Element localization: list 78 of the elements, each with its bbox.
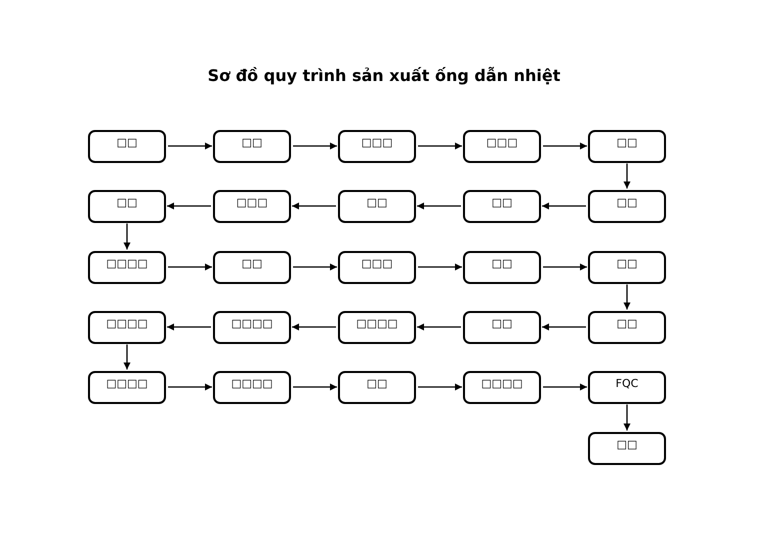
process-box: [338, 250, 416, 284]
step-label: □□: [366, 196, 388, 210]
arrow: [293, 264, 337, 270]
process-box: [213, 190, 291, 222]
arrow: [168, 384, 212, 390]
step-label: □□: [616, 136, 638, 150]
arrow: [417, 202, 461, 210]
arrow: [168, 264, 212, 270]
process-box: [588, 250, 666, 284]
process-box: [88, 130, 166, 162]
arrow: [542, 202, 586, 210]
process-box: [588, 190, 666, 222]
step-label: □□: [242, 136, 262, 150]
step-label: □□: [616, 438, 638, 452]
arrow: [168, 142, 212, 150]
process-box: [88, 250, 166, 284]
step-label: □□□□: [481, 376, 523, 390]
step-label: □□□: [361, 256, 393, 270]
step-label: □□: [492, 256, 512, 270]
arrow: [124, 224, 130, 250]
arrow: [293, 142, 337, 150]
arrow: [292, 324, 336, 330]
process-box: [213, 370, 291, 404]
process-box: [213, 310, 291, 344]
process-box: [463, 130, 541, 162]
process-box: [588, 432, 666, 464]
arrow: [293, 384, 337, 390]
step-label: □□□: [361, 136, 393, 150]
step-label: □□□□: [106, 316, 148, 330]
step-label: □□□: [236, 196, 268, 210]
arrow: [124, 344, 130, 370]
diagram-title: Sơ đồ quy trình sản xuất ống dẫn nhiệt: [206, 65, 562, 87]
step-label: □□: [116, 196, 138, 210]
process-box: [588, 370, 666, 404]
step-label: □□□□: [106, 376, 148, 390]
arrow: [167, 324, 211, 330]
process-box: [213, 130, 291, 162]
step-label: □□: [616, 196, 638, 210]
step-label: □□: [616, 256, 638, 270]
step-label: □□: [242, 256, 262, 270]
process-box: [463, 250, 541, 284]
step-label: FQC: [616, 376, 638, 390]
step-label: □□□□: [231, 316, 273, 330]
process-box: [338, 310, 416, 344]
arrow: [543, 264, 587, 270]
step-label: □□: [492, 196, 512, 210]
process-box: [88, 370, 166, 404]
step-label: □□: [366, 376, 388, 390]
step-label: □□□□: [231, 376, 273, 390]
process-box: [463, 190, 541, 222]
arrow: [417, 324, 461, 330]
arrow: [418, 142, 462, 150]
process-box: [88, 310, 166, 344]
process-box: [338, 190, 416, 222]
arrow: [624, 404, 630, 430]
arrow: [542, 324, 586, 330]
arrow: [167, 202, 211, 210]
process-box: [463, 310, 541, 344]
process-box: [338, 370, 416, 404]
process-box: [338, 130, 416, 162]
process-box: [213, 250, 291, 284]
arrow: [624, 164, 630, 188]
step-label: □□: [616, 316, 638, 330]
arrow: [292, 202, 336, 210]
arrow: [543, 142, 587, 150]
step-label: □□: [492, 316, 512, 330]
arrow: [418, 384, 462, 390]
step-label: □□□: [486, 136, 518, 150]
process-box: [588, 310, 666, 344]
step-label: □□□□: [356, 316, 398, 330]
process-box: [463, 370, 541, 404]
step-label: □□: [116, 136, 138, 150]
process-box: [588, 130, 666, 162]
arrow: [624, 284, 630, 310]
step-label: □□□□: [106, 256, 148, 270]
arrow: [418, 264, 462, 270]
arrow: [543, 384, 587, 390]
process-box: [88, 190, 166, 222]
